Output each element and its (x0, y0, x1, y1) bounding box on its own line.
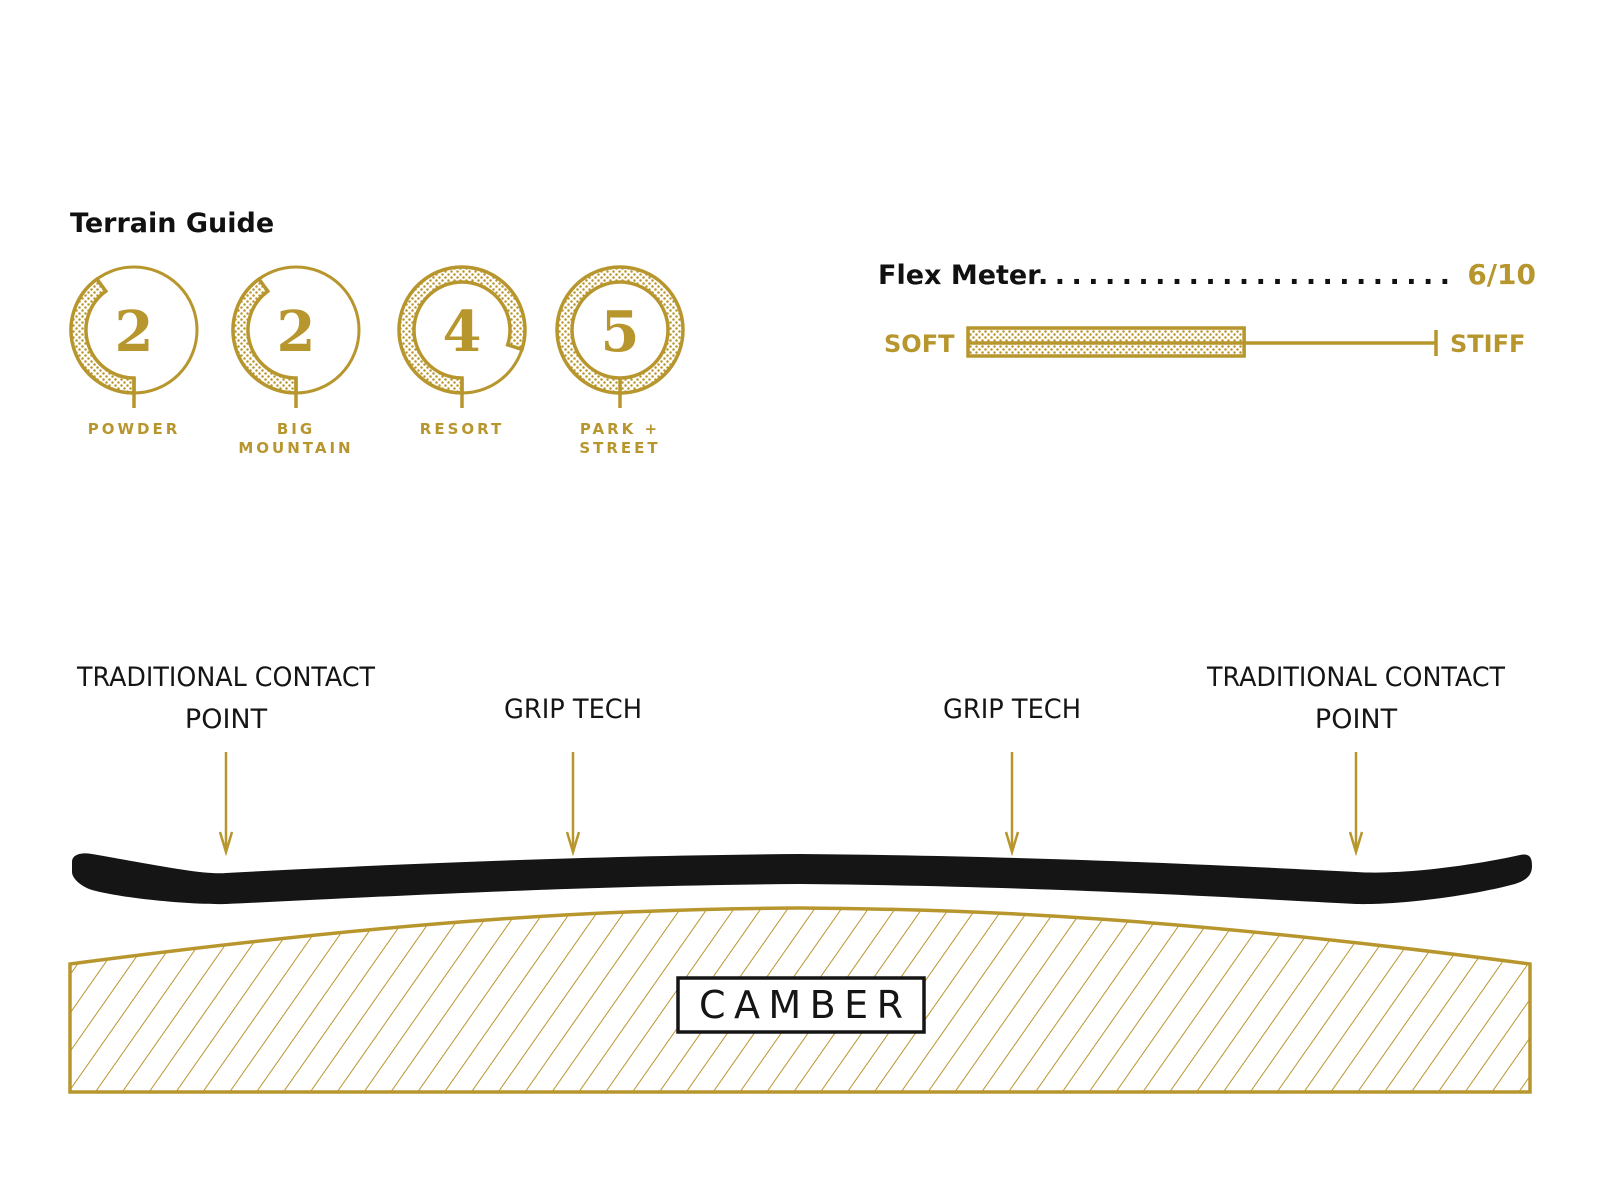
gauge-rating-number: 4 (443, 299, 482, 365)
down-arrow-icon (1348, 752, 1364, 857)
down-arrow-icon (565, 752, 581, 857)
gauge-rating-number: 2 (115, 299, 154, 365)
gauge-rating-number: 2 (277, 299, 316, 365)
gauge-fill-ring (555, 265, 685, 395)
down-arrow-icon (218, 752, 234, 857)
gauge-label-line: MOUNTAIN (238, 439, 353, 457)
profile-callouts: TRADITIONAL CONTACT POINT GRIP TECH GRIP… (76, 662, 1505, 857)
callout-traditional-contact-right: TRADITIONAL CONTACT POINT (1206, 662, 1505, 857)
callout-grip-tech-left: GRIP TECH (504, 694, 642, 857)
flex-meter-value: 6/10 (1467, 258, 1536, 291)
gauge-label-line: RESORT (420, 420, 504, 438)
flex-meter-leader-dots: ......................... (1038, 260, 1450, 291)
flex-meter: Flex Meter ......................... 6/1… (878, 258, 1536, 358)
callout-label-line-2: POINT (1315, 704, 1398, 735)
terrain-guide-title: Terrain Guide (70, 208, 274, 239)
callout-label-line-1: TRADITIONAL CONTACT (1206, 662, 1505, 693)
camber-label-box (676, 976, 926, 1034)
terrain-guide: Terrain Guide 2POWDER2BIGMOUNTAIN4RESORT… (69, 208, 685, 457)
callout-label-line-1: TRADITIONAL CONTACT (76, 662, 375, 693)
callout-label: GRIP TECH (504, 694, 642, 725)
gauge-label-line: PARK + (580, 420, 660, 438)
callout-label-line-2: POINT (185, 704, 268, 735)
gauge-label-line: STREET (579, 439, 660, 457)
gauge-rating-number: 5 (601, 299, 640, 365)
snowboard-profile-silhouette (72, 853, 1532, 905)
flex-meter-title: Flex Meter (878, 260, 1041, 291)
down-arrow-icon (1004, 752, 1020, 857)
flex-meter-stiff-label: STIFF (1450, 330, 1525, 358)
flex-meter-soft-label: SOFT (884, 330, 955, 358)
gauge-label-line: BIG (277, 420, 315, 438)
callout-grip-tech-right: GRIP TECH (943, 694, 1081, 857)
gauge-label-line: POWDER (88, 420, 181, 438)
callout-label: GRIP TECH (943, 694, 1081, 725)
callout-traditional-contact-left: TRADITIONAL CONTACT POINT (76, 662, 375, 857)
